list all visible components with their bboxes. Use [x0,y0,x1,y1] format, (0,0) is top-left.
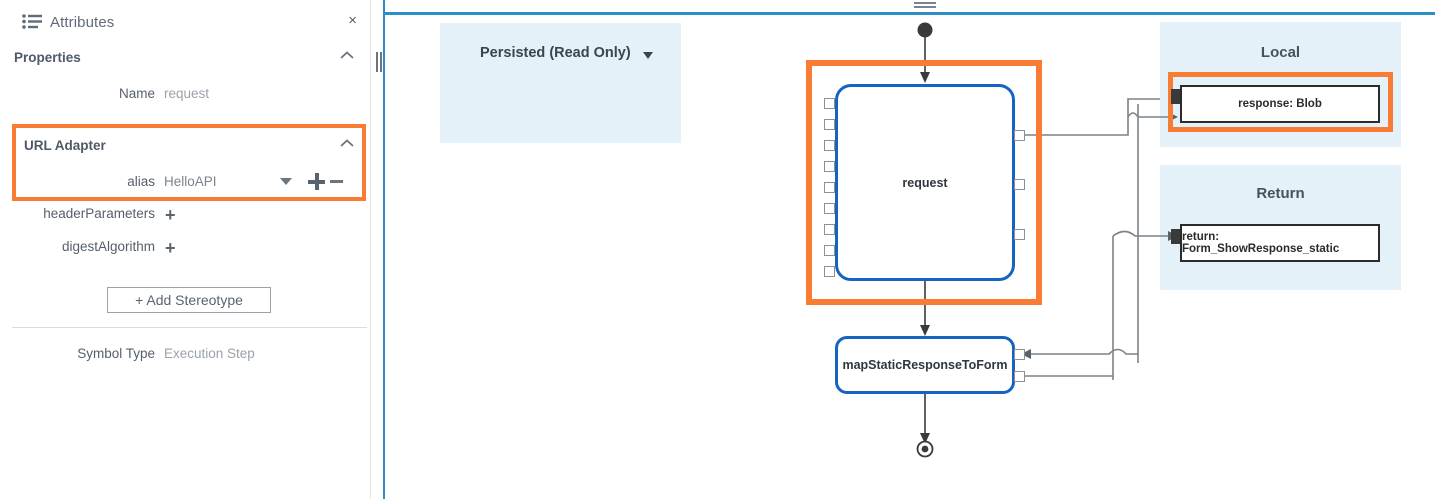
group-title-local: Local [1260,44,1301,61]
panel-header: Attributes × [0,0,371,40]
chevron-down-icon-alias[interactable] [280,178,292,185]
node-mapstaticresponsetoform[interactable]: mapStaticResponseToForm [835,336,1015,394]
canvas-top-rule [383,12,1435,15]
plus-icon-digestalgorithm[interactable]: + [165,238,176,258]
add-stereotype-button[interactable]: + Add Stereotype [107,287,271,313]
request-port-left-7[interactable] [824,224,835,235]
request-port-right-1[interactable] [1014,130,1025,141]
alias-value[interactable]: HelloAPI [164,174,217,189]
plus-icon-headerparameters[interactable]: + [165,205,176,225]
request-node-highlight [806,60,1042,305]
variable-response-blob[interactable]: response: Blob [1180,85,1380,123]
section-title-properties: Properties [14,50,81,65]
local-variable-highlight [1168,72,1393,132]
persisted-read-only-badge[interactable]: Persisted (Read Only) [440,23,681,143]
request-port-left-3[interactable] [824,140,835,151]
request-port-right-2[interactable] [1014,179,1025,190]
alias-label: alias [127,174,155,189]
request-port-left-9[interactable] [824,266,835,277]
mapstatic-port-right-2[interactable] [1014,371,1025,382]
canvas-grip-handle[interactable] [914,0,936,11]
chevron-up-icon-properties[interactable] [339,50,355,62]
plus-icon-alias[interactable] [308,173,325,190]
variable-return-form-showresponse-static[interactable]: return: Form_ShowResponse_static [1180,224,1380,262]
panel-title: Attributes [50,14,115,31]
close-icon[interactable]: × [348,12,357,29]
panel-splitter-handle[interactable] [374,52,383,72]
request-port-left-8[interactable] [824,245,835,256]
panel-divider [12,327,367,328]
chevron-up-icon-url-adapter[interactable] [339,138,355,150]
name-label: Name [118,86,155,101]
persisted-badge-label: Persisted (Read Only) [480,45,631,61]
request-port-right-3[interactable] [1014,229,1025,240]
digestalgorithm-label: digestAlgorithm [61,239,155,254]
symbol-type-value: Execution Step [164,346,255,361]
node-request[interactable]: request [835,84,1015,281]
minus-icon-alias[interactable] [330,180,343,183]
mapstatic-port-right-1[interactable] [1014,349,1025,360]
list-icon [22,14,42,29]
attributes-panel: Attributes × Properties Name request URL… [0,0,371,499]
request-port-left-1[interactable] [824,98,835,109]
headerparameters-label: headerParameters [43,206,155,221]
request-port-left-5[interactable] [824,182,835,193]
request-port-left-2[interactable] [824,119,835,130]
group-title-return: Return [1256,185,1305,202]
symbol-type-label: Symbol Type [77,346,155,361]
caret-down-icon-persisted[interactable] [643,52,653,59]
request-port-left-4[interactable] [824,161,835,172]
request-port-left-6[interactable] [824,203,835,214]
url-adapter-highlight [12,124,366,201]
section-title-url-adapter: URL Adapter [24,138,106,153]
group-local: Local [1160,22,1401,147]
name-value[interactable]: request [164,86,210,101]
